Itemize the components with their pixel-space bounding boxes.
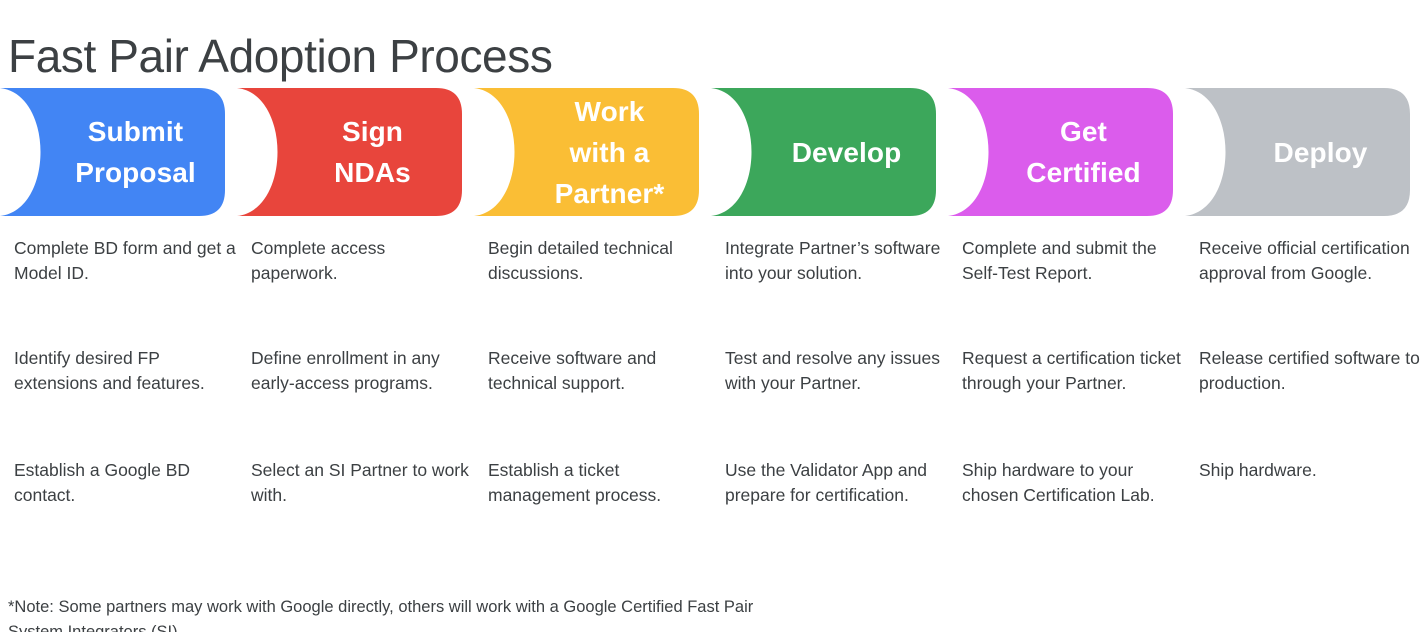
footnote-note: *Note: Some partners may work with Googl…	[8, 597, 754, 632]
detail-item: Receive official certification approval …	[1199, 238, 1410, 283]
stage-detail-columns: Complete BD form and get a Model ID. Iden…	[0, 236, 1423, 556]
stage-banner-shape	[711, 88, 936, 216]
detail-item: Test and resolve any issues with your Pa…	[725, 348, 940, 393]
detail-item: Complete access paperwork.	[251, 238, 386, 283]
stage-banner-5[interactable]: Get Certified	[948, 88, 1185, 216]
detail-item: Complete and submit the Self-Test Report…	[962, 238, 1157, 283]
stage-banner-shape	[948, 88, 1173, 216]
detail-item: Use the Validator App and prepare for ce…	[725, 460, 928, 505]
detail-item: Establish a ticket management process.	[488, 460, 662, 505]
detail-item: Release certified software to production…	[1199, 348, 1420, 393]
detail-item: Complete BD form and get a Model ID.	[14, 238, 236, 283]
detail-item: Request a certification ticket through y…	[962, 348, 1181, 393]
detail-item: Define enrollment in any early-access pr…	[251, 348, 440, 393]
stage-banner-1[interactable]: Submit Proposal	[0, 88, 237, 216]
stage-banner-2[interactable]: Sign NDAs	[237, 88, 474, 216]
stage-banner-shape	[1185, 88, 1410, 216]
detail-item: Select an SI Partner to work with.	[251, 460, 469, 505]
page-title: Fast Pair Adoption Process	[8, 29, 553, 82]
stage-banner-shape	[0, 88, 225, 216]
detail-item: Ship hardware to your chosen Certificati…	[962, 460, 1155, 505]
stage-banner-6[interactable]: Deploy	[1185, 88, 1422, 216]
stage-banner-4[interactable]: Develop	[711, 88, 948, 216]
stage-banner-3[interactable]: Work with a Partner*	[474, 88, 711, 216]
stage-banner-shape	[474, 88, 699, 216]
detail-item: Begin detailed technical discussions.	[488, 238, 673, 283]
detail-item: Integrate Partner’s software into your s…	[725, 238, 941, 283]
detail-item: Ship hardware.	[1199, 460, 1317, 480]
stage-banner-shape	[237, 88, 462, 216]
detail-item: Receive software and technical support.	[488, 348, 657, 393]
detail-item: Establish a Google BD contact.	[14, 460, 191, 505]
detail-item: Identify desired FP extensions and featu…	[14, 348, 205, 393]
